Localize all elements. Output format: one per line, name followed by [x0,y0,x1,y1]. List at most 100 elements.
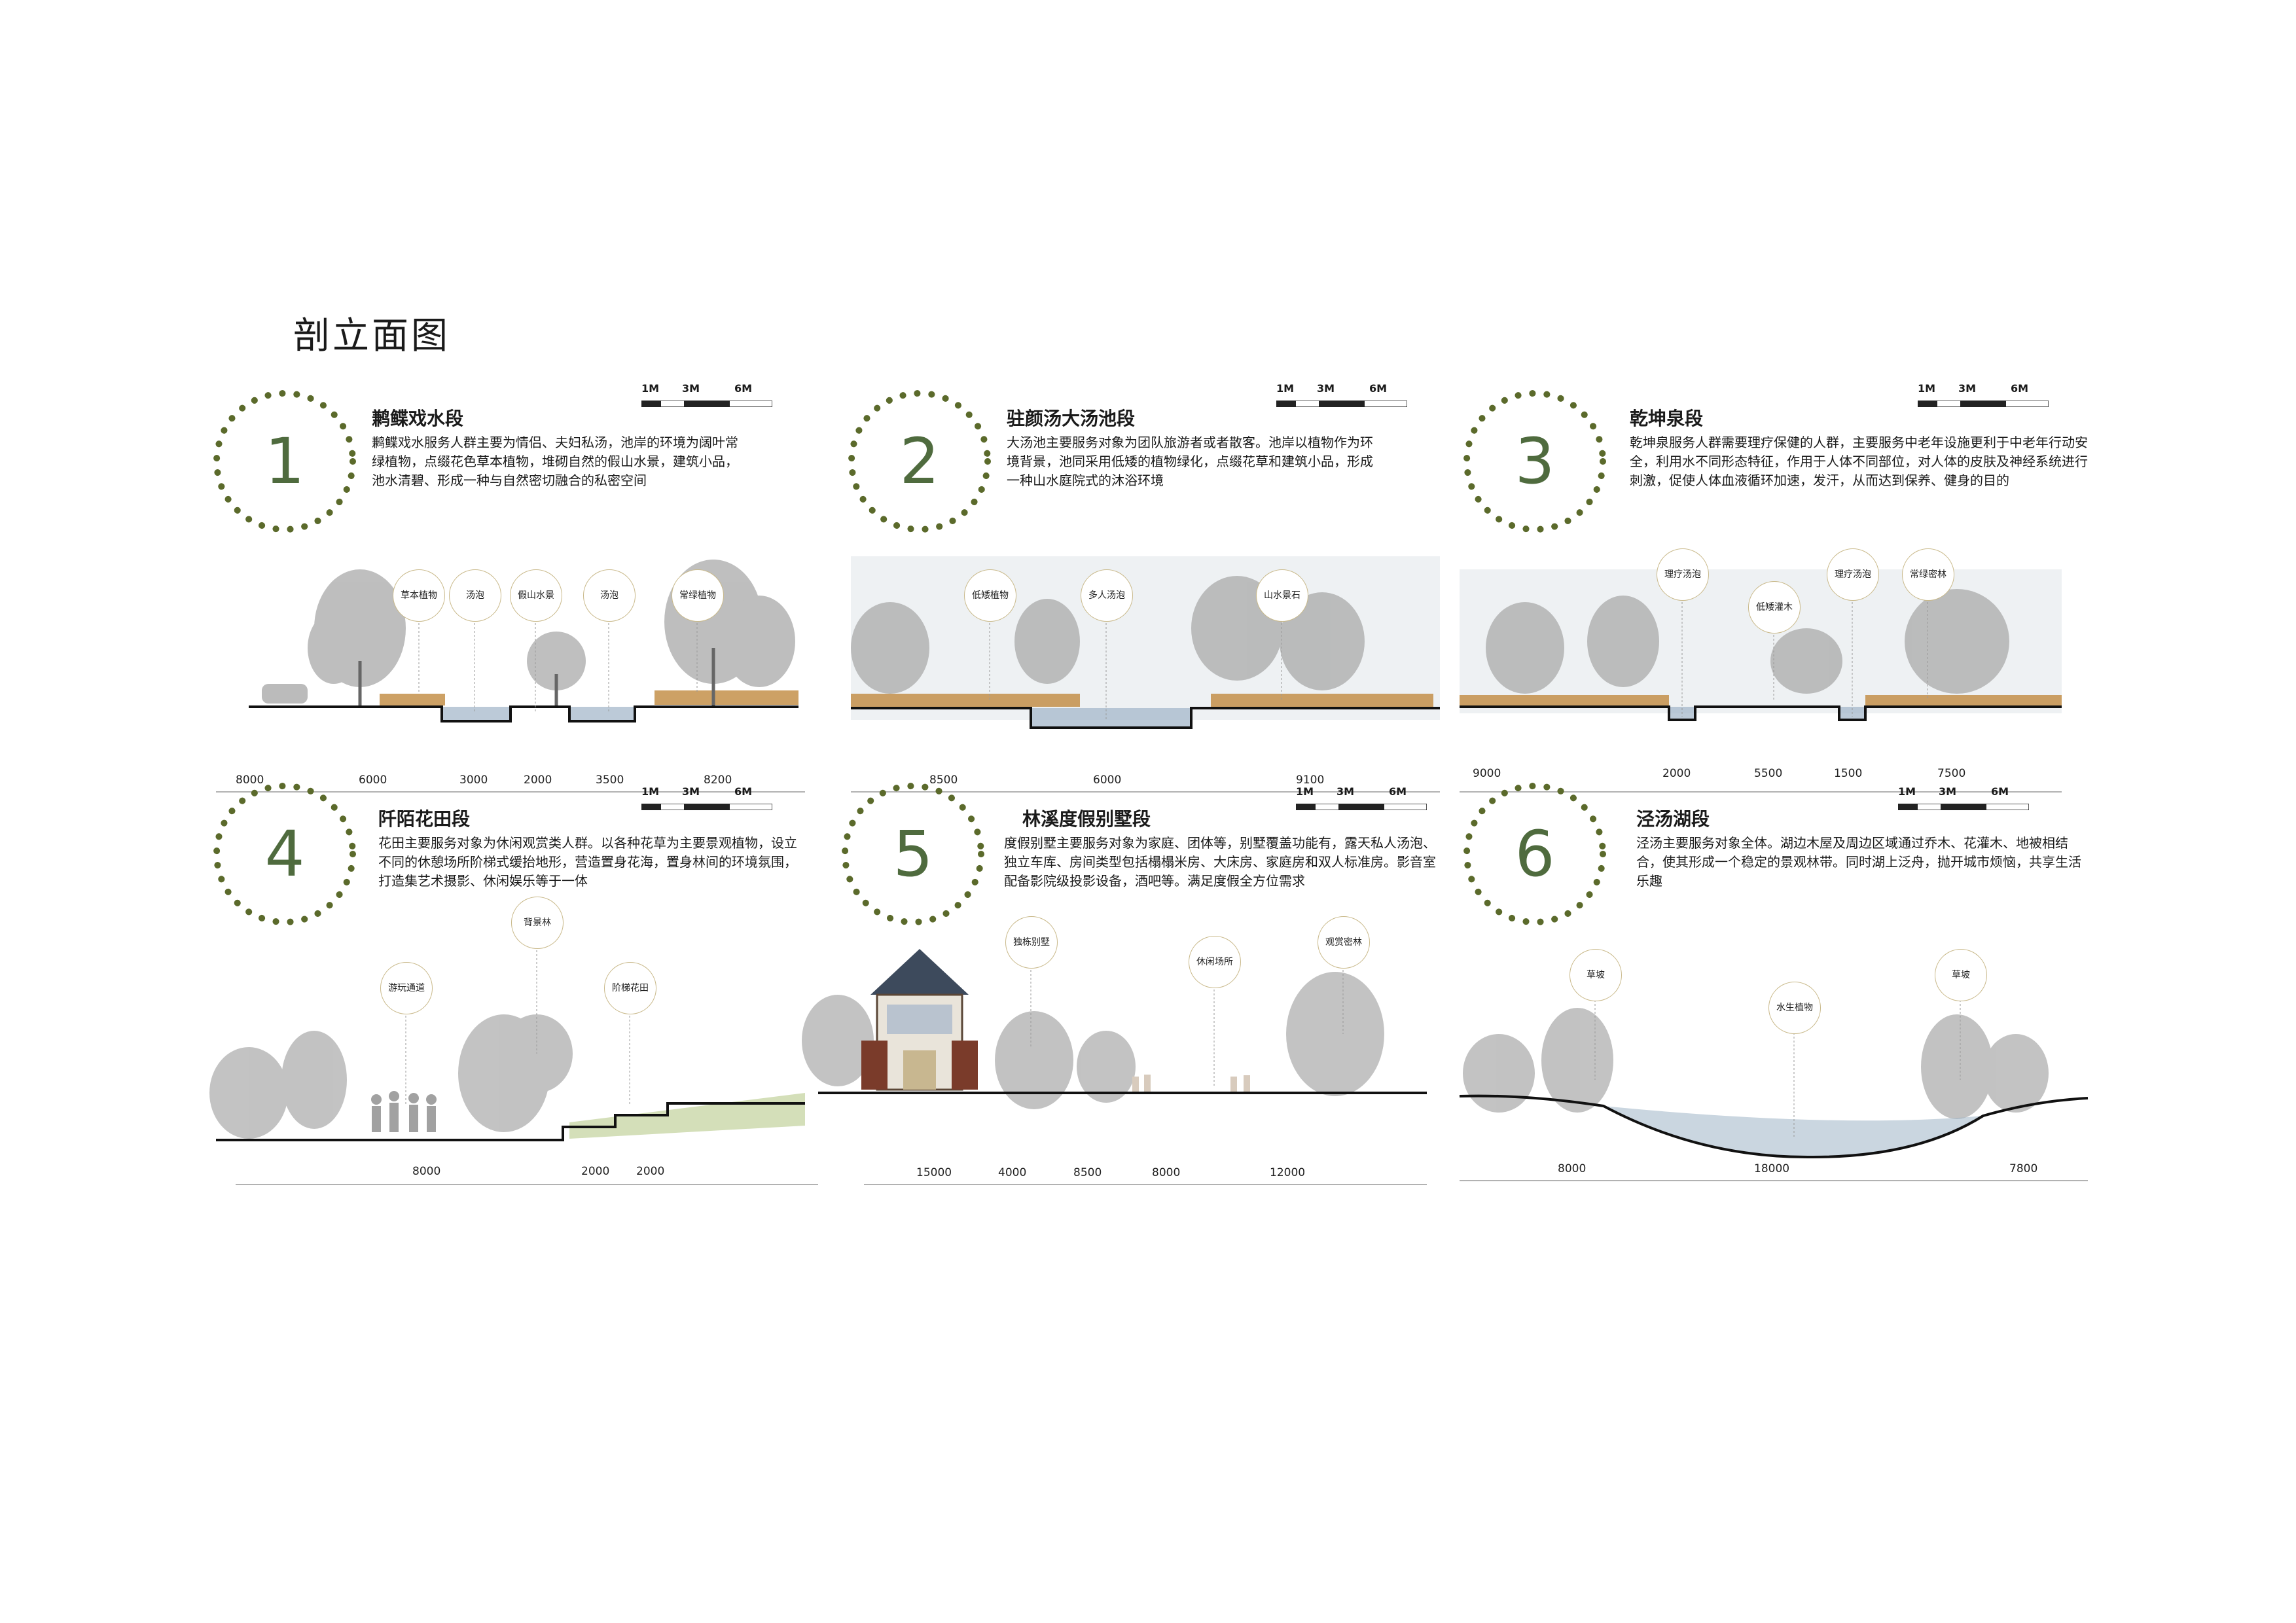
dimension-label: 2000 [524,774,552,787]
callout: 汤泡 [583,569,636,622]
scale-label: 6M [1369,382,1388,395]
scale-bar-graphic [1276,401,1407,407]
dimension-label: 8000 [236,774,264,787]
dimension-label: 18000 [1754,1162,1790,1175]
scale-bar: 1M 3M 6M [641,785,785,812]
callout: 低矮灌木 [1748,581,1801,633]
scale-label: 3M [1336,785,1355,798]
callout: 多人汤泡 [1081,569,1133,622]
callout: 观赏密林 [1318,916,1370,969]
villa-building-icon [861,949,978,1091]
section-badge: 3 [1460,386,1610,537]
callout: 山水景石 [1256,569,1308,622]
section-title: 阡陌花田段 [378,808,471,830]
scale-bar-graphic [641,804,772,810]
dimension-label: 4000 [998,1166,1027,1179]
scale-label: 6M [1389,785,1407,798]
dimension-label: 6000 [1093,774,1122,787]
dimension-label: 7800 [2009,1162,2038,1175]
section-description: 乾坤泉服务人群需要理疗保健的人群，主要服务中老年设施更利于中老年行动安全，利用水… [1630,435,2088,488]
section-title: 驻颜汤大汤池段 [1007,408,1136,429]
scale-bar: 1M 3M 6M [1918,382,2062,408]
scale-label: 6M [734,785,753,798]
dimension-label: 2000 [1662,767,1691,780]
section-badge: 2 [844,386,995,537]
scale-bar-graphic [641,401,772,407]
dimension-label: 15000 [916,1166,952,1179]
section-badge: 4 [209,779,360,929]
dimension-label: 8200 [704,774,732,787]
callout: 低矮植物 [964,569,1016,622]
section-description: 大汤池主要服务对象为团队旅游者或者散客。池岸以植物作为环境背景，池同采用低矮的植… [1007,435,1373,488]
scale-bar-graphic [1898,804,2029,810]
section-panel-3: 3 乾坤泉段 乾坤泉服务人群需要理疗保健的人群，主要服务中老年设施更利于中老年行… [1446,373,2101,805]
section-panel-6: 6 泾汤湖段 泾汤主要服务对象全体。湖边木屋及周边区域通过乔木、花灌木、地被相结… [1446,766,2101,1198]
dimension-label: 1500 [1834,767,1863,780]
callout: 草坡 [1935,949,1987,1001]
section-elevation: 草坡 水生植物 草坡 8000 18000 7800 [1446,949,2101,1198]
callout: 常绿密林 [1902,548,1954,601]
dotted-circle-icon [213,783,356,925]
scale-bar-graphic [1296,804,1427,810]
callout: 阶梯花田 [604,962,656,1014]
section-badge: 6 [1460,779,1610,929]
section-panel-5: 5 林溪度假别墅段 度假别墅主要服务对象为家庭、团体等，别墅覆盖功能有，露天私人… [798,766,1453,1198]
callout: 理疗汤泡 [1827,548,1879,601]
dotted-circle-icon [1463,390,1606,533]
elevation-drawing [851,556,1440,793]
section-elevation: 低矮植物 多人汤泡 山水景石 8500 6000 9100 [831,543,1486,805]
scale-label: 3M [1317,382,1335,395]
section-badge: 1 [209,386,360,537]
dimension-label: 5500 [1754,767,1783,780]
dimension-label: 12000 [1270,1166,1306,1179]
dimension-label: 8000 [1558,1162,1587,1175]
dotted-circle-icon [842,783,984,925]
dimension-label: 6000 [359,774,387,787]
section-number: 6 [1515,817,1555,891]
section-title: 泾汤湖段 [1636,808,1710,830]
callout: 草坡 [1570,949,1622,1001]
section-elevation: 草本植物 汤泡 假山水景 汤泡 常绿植物 8000 6000 3000 2000… [196,543,851,805]
section-title: 林溪度假别墅段 [1022,808,1151,830]
callout: 理疗汤泡 [1657,548,1709,601]
section-description: 泾汤主要服务对象全体。湖边木屋及周边区域通过乔木、花灌木、地被相结合，使其形成一… [1636,835,2081,889]
callout: 背景林 [511,897,564,949]
dotted-circle-icon [213,390,356,533]
dimension-label: 8000 [1152,1166,1181,1179]
elevation-drawing [1459,988,2089,1181]
dimension-label: 3500 [596,774,624,787]
scale-label: 3M [682,382,700,395]
callout: 草本植物 [393,569,445,622]
section-title: 乾坤泉段 [1630,408,1704,429]
section-number: 2 [899,425,940,498]
scale-label: 1M [1276,382,1295,395]
section-badge: 5 [838,779,988,929]
callout: 假山水景 [510,569,562,622]
scale-bar: 1M 3M 6M [641,382,785,408]
elevation-drawing [209,942,818,1185]
section-elevation: 理疗汤泡 低矮灌木 理疗汤泡 常绿密林 9000 2000 5500 1500 … [1446,543,2101,805]
section-number: 5 [893,817,933,891]
section-number: 1 [264,425,305,498]
scale-label: 3M [1939,785,1957,798]
scale-bar: 1M 3M 6M [1898,785,2042,812]
section-panel-2: 2 驻颜汤大汤池段 大汤池主要服务对象为团队旅游者或者散客。池岸以植物作为环境背… [831,373,1486,805]
scale-label: 6M [1991,785,2009,798]
section-panel-1: 1 鹣鲽戏水段 鹣鲽戏水服务人群主要为情侣、夫妇私汤，池岸的环境为阔叶常绿植物，… [196,373,851,805]
scale-label: 1M [641,785,660,798]
section-number: 3 [1515,425,1555,498]
section-description: 花田主要服务对象为休闲观赏类人群。以各种花草为主要景观植物，设立不同的休憩场所阶… [378,835,797,889]
callout: 游玩通道 [380,962,433,1014]
section-description: 度假别墅主要服务对象为家庭、团体等，别墅覆盖功能有，露天私人汤泡、独立车库、房间… [1004,835,1436,889]
scale-label: 1M [1296,785,1314,798]
callout: 休闲场所 [1189,936,1241,988]
scale-label: 6M [734,382,753,395]
section-description: 鹣鲽戏水服务人群主要为情侣、夫妇私汤，池岸的环境为阔叶常绿植物，点缀花色草本植物… [372,435,738,488]
scale-label: 1M [641,382,660,395]
dimension-label: 8000 [412,1165,441,1178]
scale-bar-graphic [1918,401,2049,407]
section-elevation: 游玩通道 背景林 阶梯花田 8000 2000 2000 [196,897,851,1198]
scale-label: 1M [1918,382,1936,395]
dimension-label: 7500 [1937,767,1966,780]
scale-bar: 1M 3M 6M [1296,785,1440,812]
